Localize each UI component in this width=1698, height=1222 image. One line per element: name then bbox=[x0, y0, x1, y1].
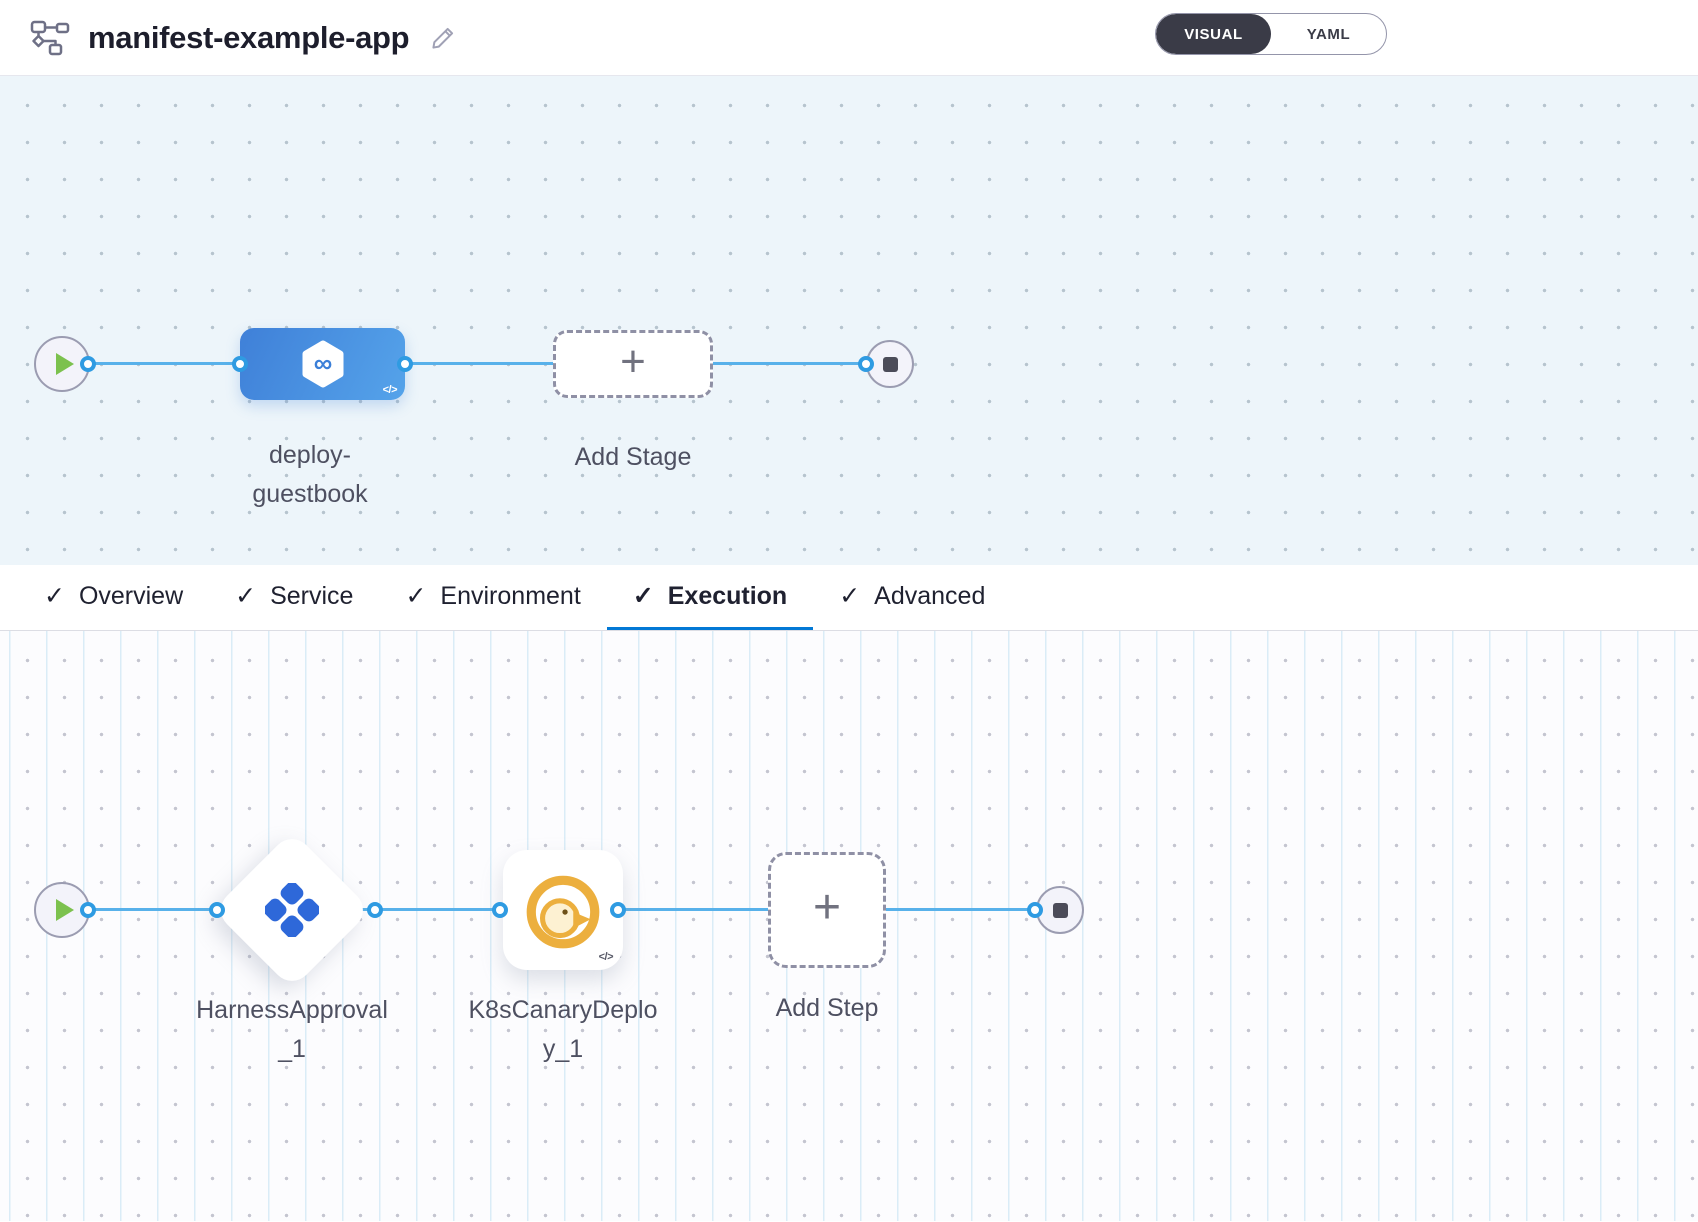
execution-end-node bbox=[1036, 886, 1084, 934]
tab-label: Service bbox=[270, 581, 354, 610]
add-step-label: Add Step bbox=[775, 994, 879, 1022]
plus-icon: + bbox=[620, 337, 646, 386]
connector-dot[interactable] bbox=[610, 902, 626, 918]
tab-advanced[interactable]: ✓ Advanced bbox=[813, 565, 1011, 630]
connector-dot[interactable] bbox=[858, 356, 874, 372]
connector-dot[interactable] bbox=[80, 356, 96, 372]
page-title: manifest-example-app bbox=[88, 19, 410, 55]
step-node-k8s-canary[interactable]: </> bbox=[503, 850, 623, 970]
tab-execution[interactable]: ✓ Execution bbox=[606, 565, 814, 630]
connector-dot[interactable] bbox=[492, 902, 508, 918]
step-label-k8s-canary: K8sCanaryDeploy_1 bbox=[468, 996, 658, 1063]
toggle-visual[interactable]: VISUAL bbox=[1156, 14, 1271, 54]
tab-label: Overview bbox=[78, 581, 184, 610]
check-icon: ✓ bbox=[235, 582, 257, 610]
stop-icon bbox=[1052, 902, 1068, 918]
play-icon bbox=[55, 353, 74, 375]
check-icon: ✓ bbox=[44, 582, 65, 610]
tab-label: Advanced bbox=[874, 581, 986, 610]
canary-deploy-icon bbox=[526, 875, 600, 949]
stop-icon bbox=[882, 356, 898, 372]
tab-service[interactable]: ✓ Service bbox=[209, 565, 379, 630]
connector-dot[interactable] bbox=[1027, 902, 1043, 918]
stage-node-deploy-guestbook[interactable]: ∞ </> bbox=[240, 328, 405, 400]
add-stage-label: Add Stage bbox=[574, 443, 692, 471]
cd-stage-icon: ∞ bbox=[302, 340, 343, 388]
toggle-yaml[interactable]: YAML bbox=[1306, 25, 1351, 43]
tab-overview[interactable]: ✓ Overview bbox=[18, 565, 209, 630]
view-mode-toggle: VISUAL YAML bbox=[1155, 13, 1387, 55]
edit-pencil-icon[interactable] bbox=[429, 24, 457, 52]
stage-code-badge: </> bbox=[382, 384, 398, 396]
tab-label: Environment bbox=[440, 581, 581, 610]
step-node-harness-approval[interactable] bbox=[212, 830, 372, 990]
stage-config-tabs: ✓ Overview ✓ Service ✓ Environment ✓ Exe… bbox=[0, 565, 1698, 631]
connector-dot[interactable] bbox=[367, 902, 383, 918]
stage-edge-line bbox=[62, 362, 890, 365]
add-stage-button[interactable]: + bbox=[553, 330, 713, 398]
connector-dot[interactable] bbox=[209, 902, 225, 918]
header: manifest-example-app VISUAL YAML bbox=[0, 0, 1698, 76]
tab-environment[interactable]: ✓ Environment bbox=[379, 565, 606, 630]
step-label-harness-approval: HarnessApproval_1 bbox=[196, 996, 388, 1063]
check-icon: ✓ bbox=[839, 582, 861, 610]
infinity-icon: ∞ bbox=[313, 348, 332, 378]
check-icon: ✓ bbox=[405, 582, 427, 610]
plus-icon: + bbox=[812, 881, 842, 934]
execution-canvas: </> + HarnessApproval_1 K8sCanaryDeploy_… bbox=[0, 631, 1698, 1221]
stage-canvas: ∞ </> + deploy-guestbook Add Stage bbox=[0, 76, 1698, 565]
check-icon: ✓ bbox=[632, 582, 654, 610]
connector-dot[interactable] bbox=[397, 356, 413, 372]
add-step-button[interactable]: + bbox=[768, 852, 886, 968]
connector-dot[interactable] bbox=[80, 902, 96, 918]
approval-step-icon bbox=[265, 883, 319, 937]
stage-label: deploy-guestbook bbox=[252, 441, 368, 508]
pipeline-icon bbox=[30, 20, 70, 56]
connector-dot[interactable] bbox=[232, 356, 248, 372]
play-icon bbox=[55, 899, 74, 921]
step-code-badge: </> bbox=[598, 951, 614, 963]
tab-label: Execution bbox=[667, 581, 788, 610]
